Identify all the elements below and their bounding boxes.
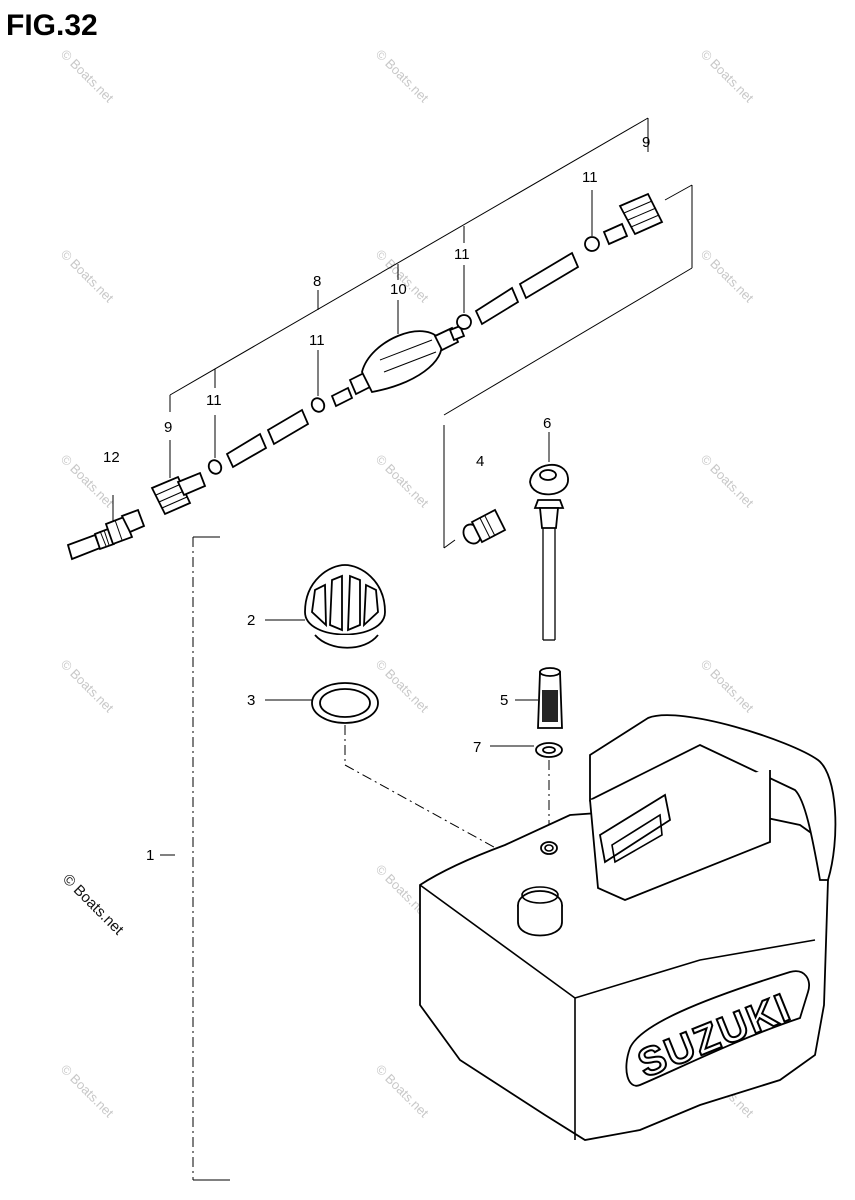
callout-11: 11: [454, 246, 470, 263]
watermark: © Boats.net: [58, 47, 117, 106]
hose-assembly-bracket: [169, 117, 693, 549]
filter-5: [515, 667, 563, 729]
gasket-3: [265, 682, 379, 724]
callout-10: 10: [390, 281, 407, 298]
watermark: © Boats.net: [373, 452, 432, 511]
watermark: © Boats.net: [698, 657, 757, 716]
callout-7: 7: [473, 739, 481, 756]
callout-1: 1: [146, 847, 154, 864]
connector-12: [66, 495, 146, 561]
callout-9: 9: [642, 134, 650, 151]
primer-bulb-10: [348, 300, 466, 396]
pickup-6: [529, 432, 569, 641]
watermark: © Boats.net: [698, 452, 757, 511]
washer-7: [490, 742, 563, 758]
tank-assembly-bracket: [160, 536, 230, 1181]
watermark: © Boats.net: [698, 247, 757, 306]
callout-11: 11: [582, 169, 598, 186]
watermark: © Boats.net: [58, 657, 117, 716]
fitting-9-right: [602, 192, 664, 246]
tank-cap-2: [265, 564, 386, 649]
callout-8: 8: [313, 273, 321, 290]
callout-5: 5: [500, 692, 508, 709]
callout-3: 3: [247, 692, 255, 709]
callout-labels: 12 9 11 11 8 10 11 11 9 4 6 2 3 5 7 1: [103, 134, 650, 864]
watermark: © Boats.net: [373, 657, 432, 716]
callout-6: 6: [543, 415, 551, 432]
watermark: © Boats.net: [373, 1062, 432, 1121]
watermark: © Boats.net: [373, 47, 432, 106]
callout-11: 11: [309, 332, 325, 349]
callout-4: 4: [476, 453, 484, 470]
watermark: © Boats.net: [58, 1062, 117, 1121]
hose-left: [207, 350, 354, 475]
callout-12: 12: [103, 449, 120, 466]
watermark: © Boats.net: [58, 247, 117, 306]
fitting-9-left: [150, 440, 207, 516]
hose-right: [456, 190, 600, 330]
watermark: © Boats.net: [698, 47, 757, 106]
callout-2: 2: [247, 612, 255, 629]
figure-title: FIG.32: [6, 9, 98, 42]
callout-11: 11: [206, 392, 222, 409]
callout-9: 9: [164, 419, 172, 436]
fuel-tank-1: SUZUKI: [419, 714, 837, 1141]
watermark: © Boats.net: [59, 871, 127, 939]
vent-fitting-4: [462, 508, 507, 545]
